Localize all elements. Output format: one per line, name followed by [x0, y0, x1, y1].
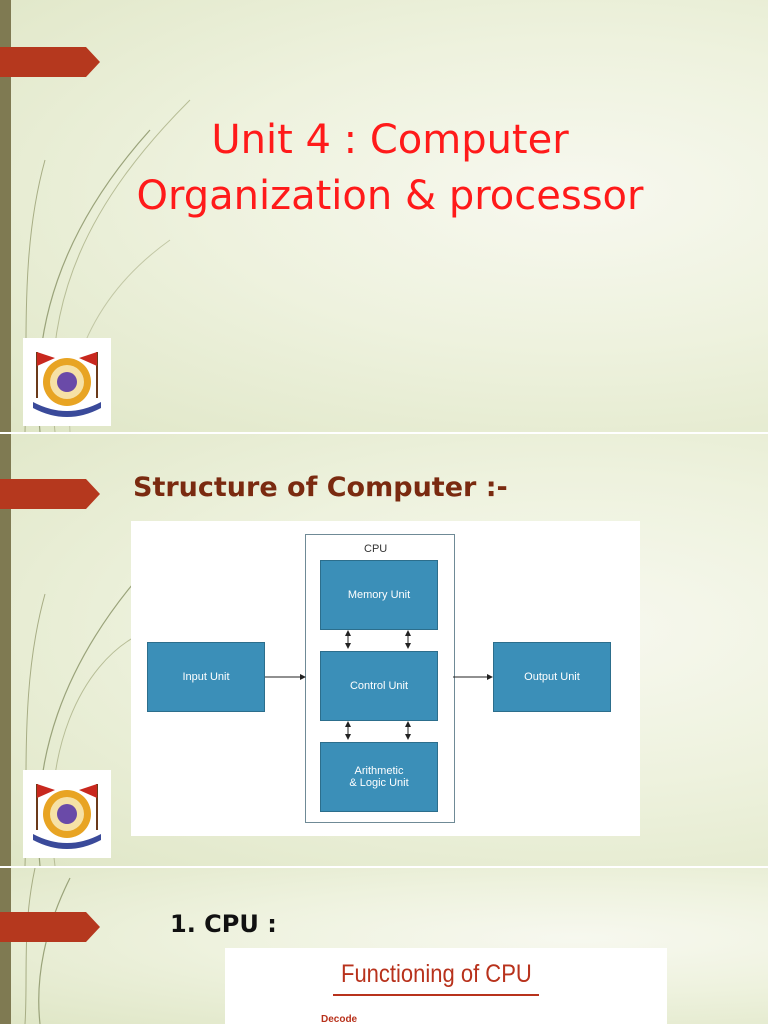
- decorative-swirl: [24, 868, 71, 1024]
- slide-cpu: 1. CPU : Functioning of CPU Decode: [0, 868, 768, 1024]
- slide-heading: Structure of Computer :-: [133, 472, 508, 503]
- slide-structure: Structure of Computer :- CPU Memory Unit…: [0, 434, 768, 866]
- alu-box: Arithmetic & Logic Unit: [320, 742, 438, 812]
- alu-label-line-2: & Logic Unit: [349, 777, 409, 789]
- slide-title-text: Unit 4 : Computer Organization & process…: [60, 112, 720, 224]
- cpu-function-figure: Functioning of CPU Decode: [225, 948, 667, 1024]
- left-accent-bar: [0, 434, 11, 866]
- cpu-label: CPU: [364, 543, 388, 555]
- left-accent-bar: [0, 0, 11, 432]
- diagram-connectors: [265, 630, 493, 740]
- memory-unit-box: Memory Unit: [320, 560, 438, 630]
- alu-label-line-1: Arithmetic: [354, 765, 404, 777]
- control-unit-box: Control Unit: [320, 651, 438, 721]
- slide-heading: 1. CPU :: [170, 910, 277, 938]
- arrow-marker: [0, 479, 100, 509]
- left-accent-bar: [0, 868, 11, 1024]
- input-unit-box: Input Unit: [147, 642, 265, 712]
- figure-subtext: Decode: [321, 1014, 358, 1024]
- arrow-marker: [0, 912, 100, 942]
- figure-title: Functioning of CPU: [341, 960, 532, 988]
- arrow-marker: [0, 47, 100, 77]
- institution-logo: [23, 770, 111, 858]
- title-line-1: Unit 4 : Computer: [211, 117, 569, 163]
- slide-title: Unit 4 : Computer Organization & process…: [0, 0, 768, 432]
- output-unit-box: Output Unit: [493, 642, 611, 712]
- figure-underline: [333, 994, 539, 996]
- computer-structure-diagram: CPU Memory Unit Control Unit Arithmetic …: [131, 521, 640, 836]
- title-line-2: Organization & processor: [136, 173, 644, 219]
- institution-logo: [23, 338, 111, 426]
